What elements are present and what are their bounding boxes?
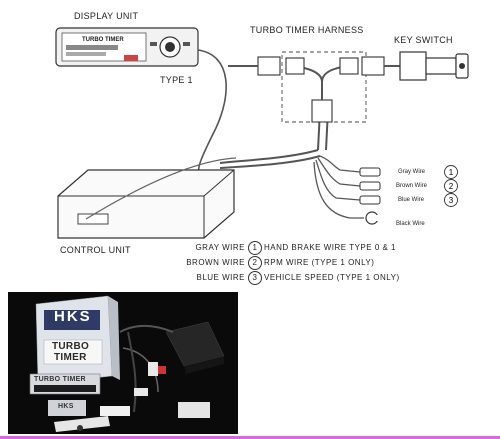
legend-wire-name: GRAY WIRE [195,243,245,252]
marker-1: 1 [449,168,454,177]
key-switch [399,51,469,81]
display-unit [55,27,199,67]
wire-legend: GRAY WIRE 1 HAND BRAKE WIRE TYPE 0 & 1 B… [170,241,470,286]
brown-wire-tag: Brown Wire [396,183,428,189]
key-switch-label: KEY SWITCH [394,35,453,45]
product-photo: HKS TURBO TIMER TURBO TIMER HKS [8,292,238,434]
legend-description: RPM WIRE (TYPE 1 ONLY) [264,258,375,267]
legend-row: BLUE WIRE 3 VEHICLE SPEED (TYPE 1 ONLY) [170,271,470,286]
display-logo-text: TURBO TIMER [82,37,124,43]
marker-2: 2 [449,182,454,191]
control-unit-label: CONTROL UNIT [60,245,131,255]
gray-wire-tag: Gray Wire [398,169,425,175]
control-unit [57,169,235,239]
bottom-border [0,436,500,439]
photo-illustration [8,292,238,434]
photo-box-line2: TIMER [54,352,87,363]
legend-number: 2 [248,256,262,270]
harness-label: TURBO TIMER HARNESS [250,25,364,35]
blue-wire-tag: Blue Wire [398,197,425,203]
black-wire-tag: Black Wire [396,221,425,227]
legend-row: BROWN WIRE 2 RPM WIRE (TYPE 1 ONLY) [170,256,470,271]
photo-unit-brand: HKS [58,403,74,410]
type-1-label: TYPE 1 [160,75,193,85]
display-unit-label: DISPLAY UNIT [74,11,139,21]
legend-description: HAND BRAKE WIRE TYPE 0 & 1 [264,243,396,252]
marker-3: 3 [449,196,454,205]
legend-wire-name: BLUE WIRE [196,273,245,282]
legend-number: 1 [248,241,262,255]
photo-unit-logo: TURBO TIMER [34,376,86,383]
legend-description: VEHICLE SPEED (TYPE 1 ONLY) [264,273,400,282]
wiring-diagram: 1 2 3 [55,27,469,239]
photo-box-line1: TURBO [52,341,90,352]
photo-box-brand: HKS [54,308,92,325]
legend-wire-name: BROWN WIRE [186,258,245,267]
legend-number: 3 [248,271,262,285]
legend-row: GRAY WIRE 1 HAND BRAKE WIRE TYPE 0 & 1 [170,241,470,256]
